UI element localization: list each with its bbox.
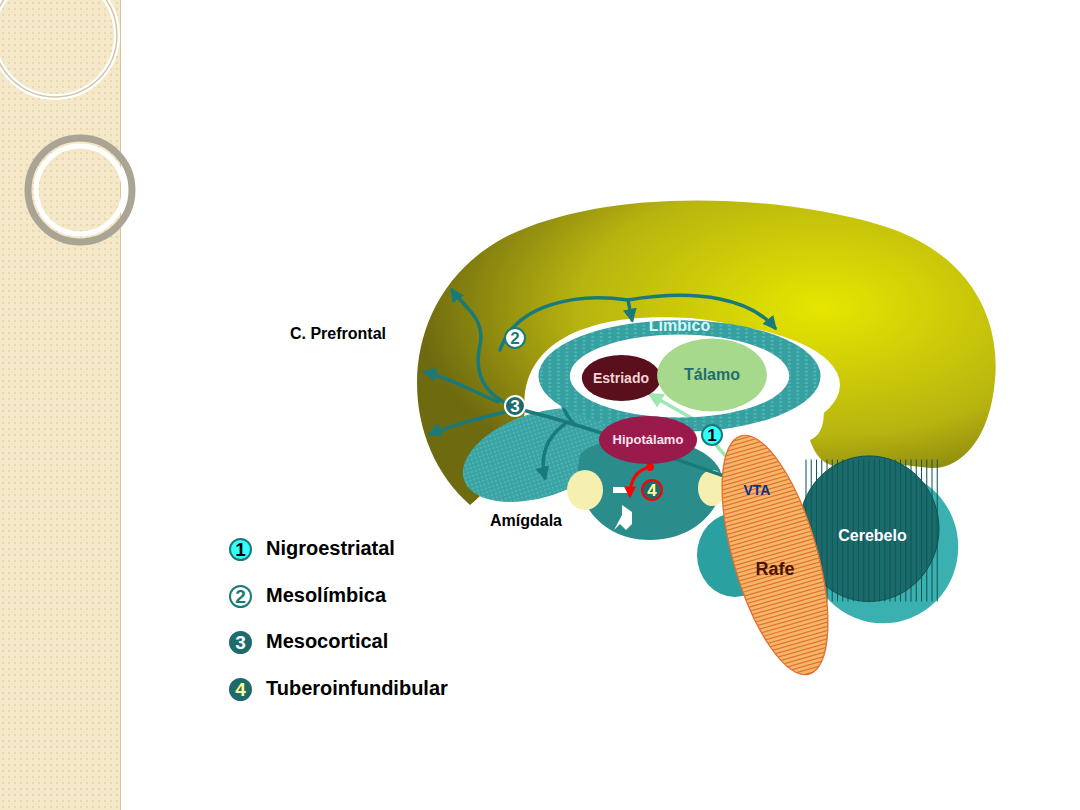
legend-number: 3 — [235, 633, 246, 652]
region-label: Tálamo — [684, 366, 740, 384]
legend-swatch: 1 — [229, 538, 252, 561]
region-label: VTA — [744, 482, 771, 498]
legend-text: Tuberoinfundibular — [266, 677, 448, 700]
legend-number: 1 — [235, 540, 246, 559]
legend-swatch: 3 — [229, 631, 252, 654]
region-label: Hipotálamo — [613, 433, 684, 448]
legend-number: 4 — [235, 680, 246, 699]
striatum-region: Estriado — [581, 354, 662, 402]
raphe-region-shape — [715, 428, 835, 682]
legend-swatch: 2 — [229, 585, 252, 608]
legend-number: 2 — [235, 587, 246, 606]
callout-number: 3 — [504, 395, 526, 417]
limbic-ring: LímbicoEstriado Tálamo — [537, 312, 822, 440]
hypothalamus-region: Hipotálamo — [598, 415, 698, 465]
region-label: Cerebelo — [838, 527, 906, 545]
legend-swatch: 4 — [229, 678, 252, 701]
callout-number: 1 — [701, 424, 723, 446]
callout-number: 4 — [641, 479, 663, 501]
legend-text: Mesocortical — [266, 630, 388, 653]
callout-number: 2 — [504, 327, 526, 349]
region-label: Rafe — [755, 559, 794, 580]
region-label: Amígdala — [490, 512, 562, 530]
region-label: Estriado — [593, 370, 649, 386]
raphe-region: Rafe — [715, 428, 835, 682]
region-label: Límbico — [649, 317, 710, 335]
legend-text: Mesolímbica — [266, 584, 386, 607]
region-label: C. Prefrontal — [290, 325, 386, 343]
legend-text: Nigroestriatal — [266, 537, 395, 560]
thalamus-region: Tálamo — [656, 337, 768, 413]
